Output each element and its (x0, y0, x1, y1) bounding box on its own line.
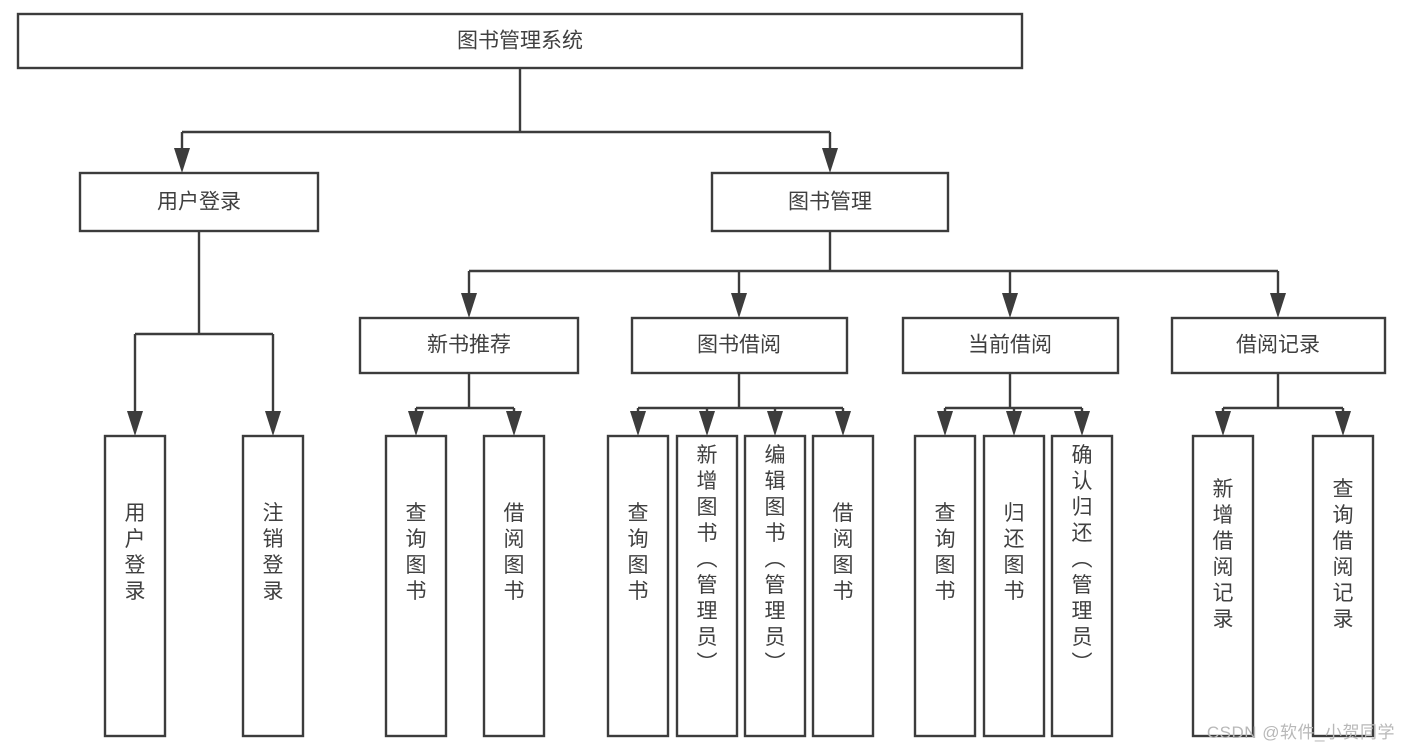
arrow-to-book-management (822, 148, 838, 173)
arrow-to-borrow-record (1270, 293, 1286, 318)
arrow-to-leaf-query-book-recommend (408, 411, 424, 436)
leaf-query-book-recommend-box[interactable] (384, 434, 448, 738)
arrow-to-leaf-add-book-admin (699, 411, 715, 436)
node-user-login[interactable]: 用户登录 (78, 171, 320, 233)
leaf-nodes-layer: 用户登录 注销登录 查询图书 借阅图书 查询图书 新增图书︵管理员︶ (103, 434, 1375, 738)
arrow-to-leaf-edit-book-admin (767, 411, 783, 436)
node-user-login-box[interactable] (78, 171, 320, 233)
leaf-return-book[interactable]: 归还图书 (982, 434, 1046, 738)
leaf-add-book-admin-label: 新增图书︵管理员︶ (697, 444, 718, 675)
leaf-add-book-admin-box[interactable] (675, 434, 739, 738)
leaf-query-book-borrow[interactable]: 查询图书 (606, 434, 670, 738)
leaf-add-book-admin[interactable]: 新增图书︵管理员︶ (675, 434, 739, 738)
node-root-box[interactable] (16, 12, 1024, 70)
node-current-borrow-label: 当前借阅 (968, 334, 1052, 357)
leaf-query-borrow-record-label: 查询借阅记录 (1333, 478, 1354, 631)
node-new-book-recommend[interactable]: 新书推荐 (358, 316, 580, 375)
node-root[interactable]: 图书管理系统 (16, 12, 1024, 70)
arrow-to-leaf-return-book (1006, 411, 1022, 436)
csdn-watermark: CSDN @软件_小贺同学 (1206, 723, 1395, 742)
leaf-edit-book-admin-box[interactable] (743, 434, 807, 738)
arrow-to-leaf-query-borrow-record (1335, 411, 1351, 436)
node-new-book-recommend-label: 新书推荐 (427, 334, 511, 357)
leaf-borrow-book-recommend[interactable]: 借阅图书 (482, 434, 546, 738)
arrow-to-leaf-logout-login (265, 411, 281, 436)
leaf-edit-book-admin-label: 编辑图书︵管理员︶ (765, 444, 786, 675)
leaf-user-login-box[interactable] (103, 434, 167, 738)
leaf-confirm-return-admin-box[interactable] (1050, 434, 1114, 738)
leaf-logout-login-box[interactable] (241, 434, 305, 738)
leaf-query-book-recommend-label: 查询图书 (406, 502, 427, 603)
leaf-query-book-current[interactable]: 查询图书 (913, 434, 977, 738)
node-borrow-record-box[interactable] (1170, 316, 1387, 375)
leaf-query-borrow-record[interactable]: 查询借阅记录 (1311, 434, 1375, 738)
leaf-user-login[interactable]: 用户登录 (103, 434, 167, 738)
leaf-add-borrow-record-label: 新增借阅记录 (1213, 478, 1234, 631)
node-user-login-label: 用户登录 (157, 191, 241, 214)
node-book-borrow-box[interactable] (630, 316, 849, 375)
arrow-to-user-login (174, 148, 190, 173)
arrow-to-leaf-user-login (127, 411, 143, 436)
node-book-borrow-label: 图书借阅 (697, 334, 781, 357)
node-current-borrow-box[interactable] (901, 316, 1120, 375)
arrow-to-new-book-recommend (461, 293, 477, 318)
arrow-to-leaf-query-book-borrow (630, 411, 646, 436)
connector-layer (127, 68, 1351, 436)
leaf-edit-book-admin[interactable]: 编辑图书︵管理员︶ (743, 434, 807, 738)
leaf-confirm-return-admin[interactable]: 确认归还︵管理员︶ (1050, 434, 1114, 738)
node-root-label: 图书管理系统 (457, 30, 583, 53)
node-current-borrow[interactable]: 当前借阅 (901, 316, 1120, 375)
leaf-borrow-book-label: 借阅图书 (833, 502, 854, 603)
leaf-query-book-recommend[interactable]: 查询图书 (384, 434, 448, 738)
node-borrow-record-label: 借阅记录 (1236, 334, 1320, 357)
leaf-add-borrow-record-box[interactable] (1191, 434, 1255, 738)
node-book-management[interactable]: 图书管理 (710, 171, 950, 233)
leaf-borrow-book[interactable]: 借阅图书 (811, 434, 875, 738)
leaf-add-borrow-record[interactable]: 新增借阅记录 (1191, 434, 1255, 738)
node-borrow-record[interactable]: 借阅记录 (1170, 316, 1387, 375)
arrow-to-current-borrow (1002, 293, 1018, 318)
arrow-to-leaf-confirm-return-admin (1074, 411, 1090, 436)
leaf-logout-login[interactable]: 注销登录 (241, 434, 305, 738)
node-book-borrow[interactable]: 图书借阅 (630, 316, 849, 375)
leaf-return-book-label: 归还图书 (1004, 502, 1025, 603)
leaf-query-book-borrow-label: 查询图书 (628, 502, 649, 603)
leaf-borrow-book-box[interactable] (811, 434, 875, 738)
leaf-borrow-book-recommend-label: 借阅图书 (504, 502, 525, 603)
leaf-user-login-label: 用户登录 (125, 502, 146, 603)
arrow-to-leaf-borrow-book-recommend (506, 411, 522, 436)
leaf-return-book-box[interactable] (982, 434, 1046, 738)
leaf-confirm-return-admin-label: 确认归还︵管理员︶ (1072, 444, 1093, 675)
leaf-query-book-current-label: 查询图书 (935, 502, 956, 603)
node-new-book-recommend-box[interactable] (358, 316, 580, 375)
node-book-management-box[interactable] (710, 171, 950, 233)
leaf-query-borrow-record-box[interactable] (1311, 434, 1375, 738)
arrow-to-leaf-query-book-current (937, 411, 953, 436)
leaf-query-book-borrow-box[interactable] (606, 434, 670, 738)
node-book-management-label: 图书管理 (788, 191, 872, 214)
arrow-to-book-borrow (731, 293, 747, 318)
leaf-borrow-book-recommend-box[interactable] (482, 434, 546, 738)
arrow-to-leaf-borrow-book (835, 411, 851, 436)
leaf-query-book-current-box[interactable] (913, 434, 977, 738)
arrow-to-leaf-add-borrow-record (1215, 411, 1231, 436)
leaf-logout-login-label: 注销登录 (263, 502, 284, 603)
